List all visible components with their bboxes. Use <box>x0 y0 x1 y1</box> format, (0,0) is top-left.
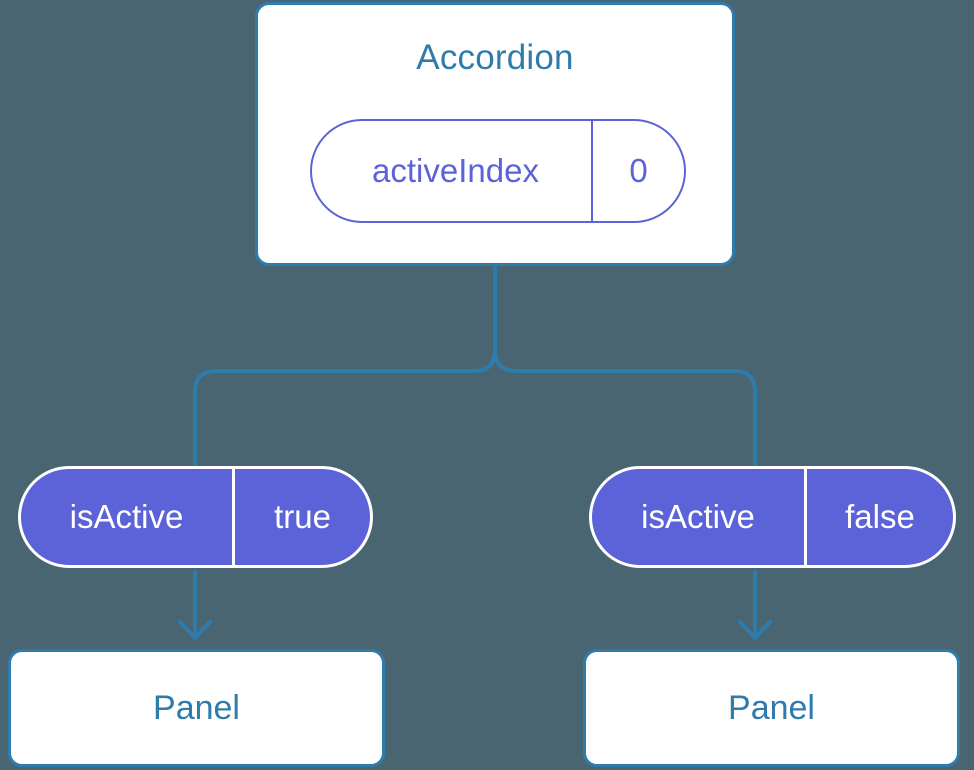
accordion-state-pill[interactable]: activeIndex 0 <box>310 119 686 223</box>
arrow-down-icon-right-head <box>738 620 772 640</box>
prop-key-label: isActive <box>641 498 755 535</box>
accordion-component-title: Accordion <box>416 38 574 77</box>
prop-value-label: true <box>232 469 370 565</box>
tree-branch-connector-right <box>493 264 757 468</box>
prop-key-label: isActive <box>69 498 184 535</box>
tree-branch-connector <box>193 264 497 468</box>
panel-component-title: Panel <box>728 688 815 727</box>
prop-pill-is-active-true[interactable]: isActive true <box>18 466 373 568</box>
prop-value-label: false <box>804 469 953 565</box>
state-value-label: 0 <box>629 152 648 189</box>
state-key-label: activeIndex <box>312 121 593 221</box>
accordion-component-card[interactable]: Accordion activeIndex 0 <box>255 2 735 266</box>
panel-component-title: Panel <box>153 688 240 727</box>
panel-component-card-right[interactable]: Panel <box>583 649 960 767</box>
arrow-down-icon-left-head <box>178 620 212 640</box>
panel-component-card-left[interactable]: Panel <box>8 649 385 767</box>
prop-pill-is-active-false[interactable]: isActive false <box>589 466 956 568</box>
